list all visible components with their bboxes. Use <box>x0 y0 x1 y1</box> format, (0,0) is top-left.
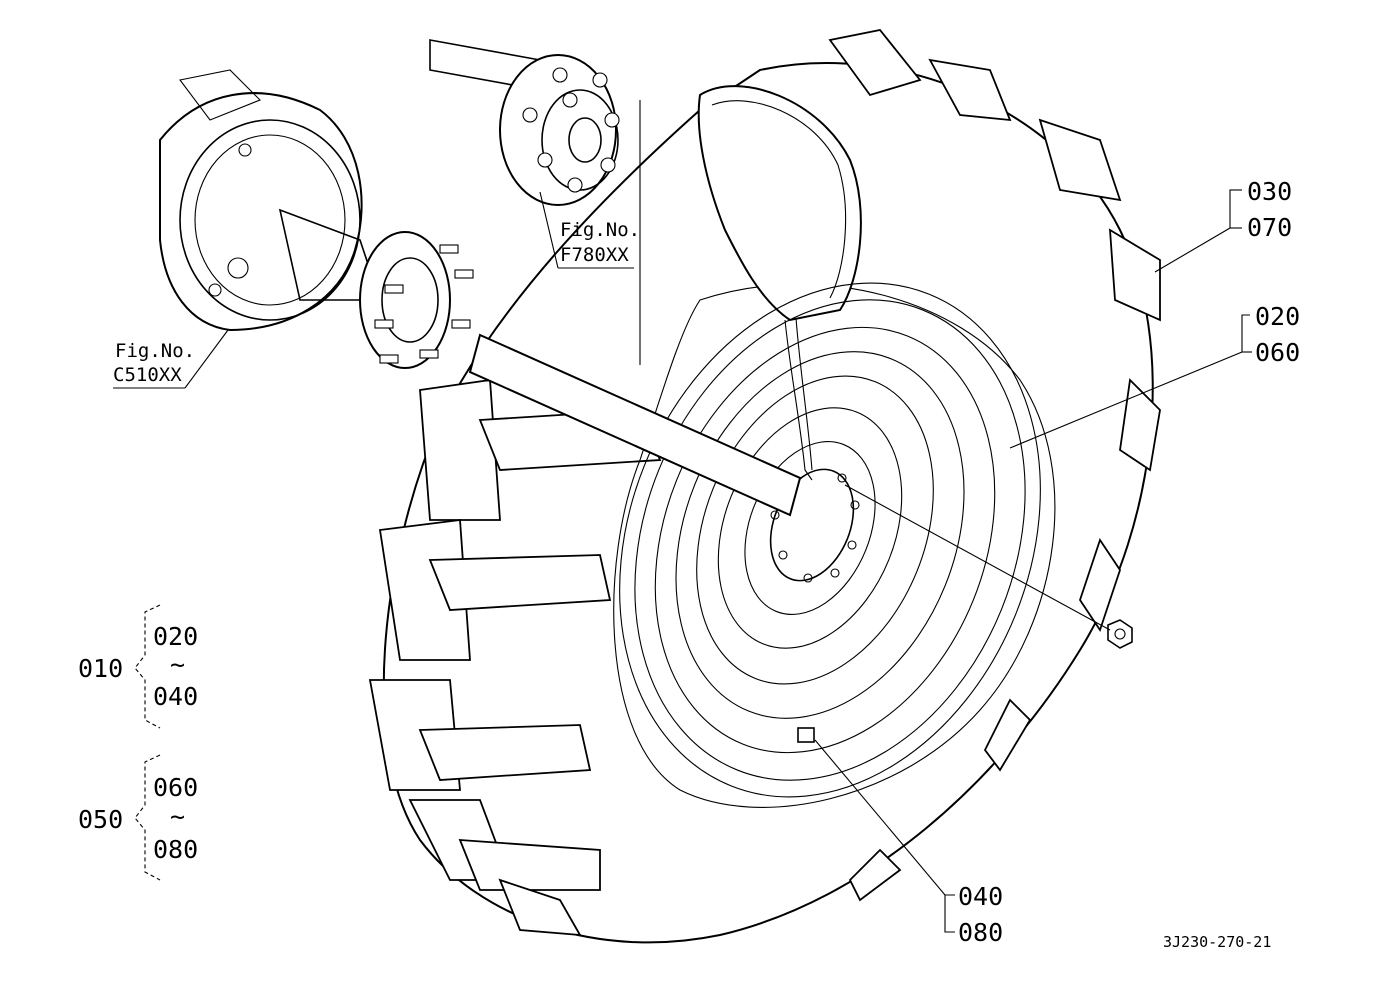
lug-nut-icon <box>1107 619 1133 649</box>
assembly-050-to: 080 <box>153 835 198 864</box>
assembly-id-010: 010 <box>78 654 123 683</box>
tire-cutaway <box>697 85 862 481</box>
assembly-010-tilde: ~ <box>170 650 185 679</box>
assembly-bracket-050 <box>134 754 161 881</box>
fig-ref-f780-number[interactable]: F780XX <box>560 244 629 266</box>
rim-bolt-holes <box>770 473 860 583</box>
assembly-050-from: 060 <box>153 773 198 802</box>
fig-ref-f780-label: Fig.No. <box>560 219 640 241</box>
assembly-bracket-010 <box>134 604 161 729</box>
callout-tire-top: 030 <box>1247 177 1292 206</box>
callout-rim-bottom: 060 <box>1255 338 1300 367</box>
leader-lines <box>113 189 1252 933</box>
assembly-050-tilde: ~ <box>170 802 185 831</box>
axle-hub-f780 <box>499 54 620 206</box>
callout-nut-top: 040 <box>958 882 1003 911</box>
drawing-number: 3J230-270-21 <box>1163 933 1271 951</box>
fig-ref-c510-number[interactable]: C510XX <box>113 364 182 386</box>
callout-tire-bottom: 070 <box>1247 213 1292 242</box>
wheel-rim <box>619 282 1041 798</box>
fig-ref-c510-label: Fig.No. <box>115 340 195 362</box>
transmission-housing-c510 <box>159 69 474 369</box>
assembly-010-to: 040 <box>153 682 198 711</box>
valve-icon <box>797 727 815 743</box>
assembly-010-from: 020 <box>153 622 198 651</box>
callout-nut-bottom: 080 <box>958 918 1003 947</box>
assembly-id-050: 050 <box>78 805 123 834</box>
callout-rim-top: 020 <box>1255 302 1300 331</box>
